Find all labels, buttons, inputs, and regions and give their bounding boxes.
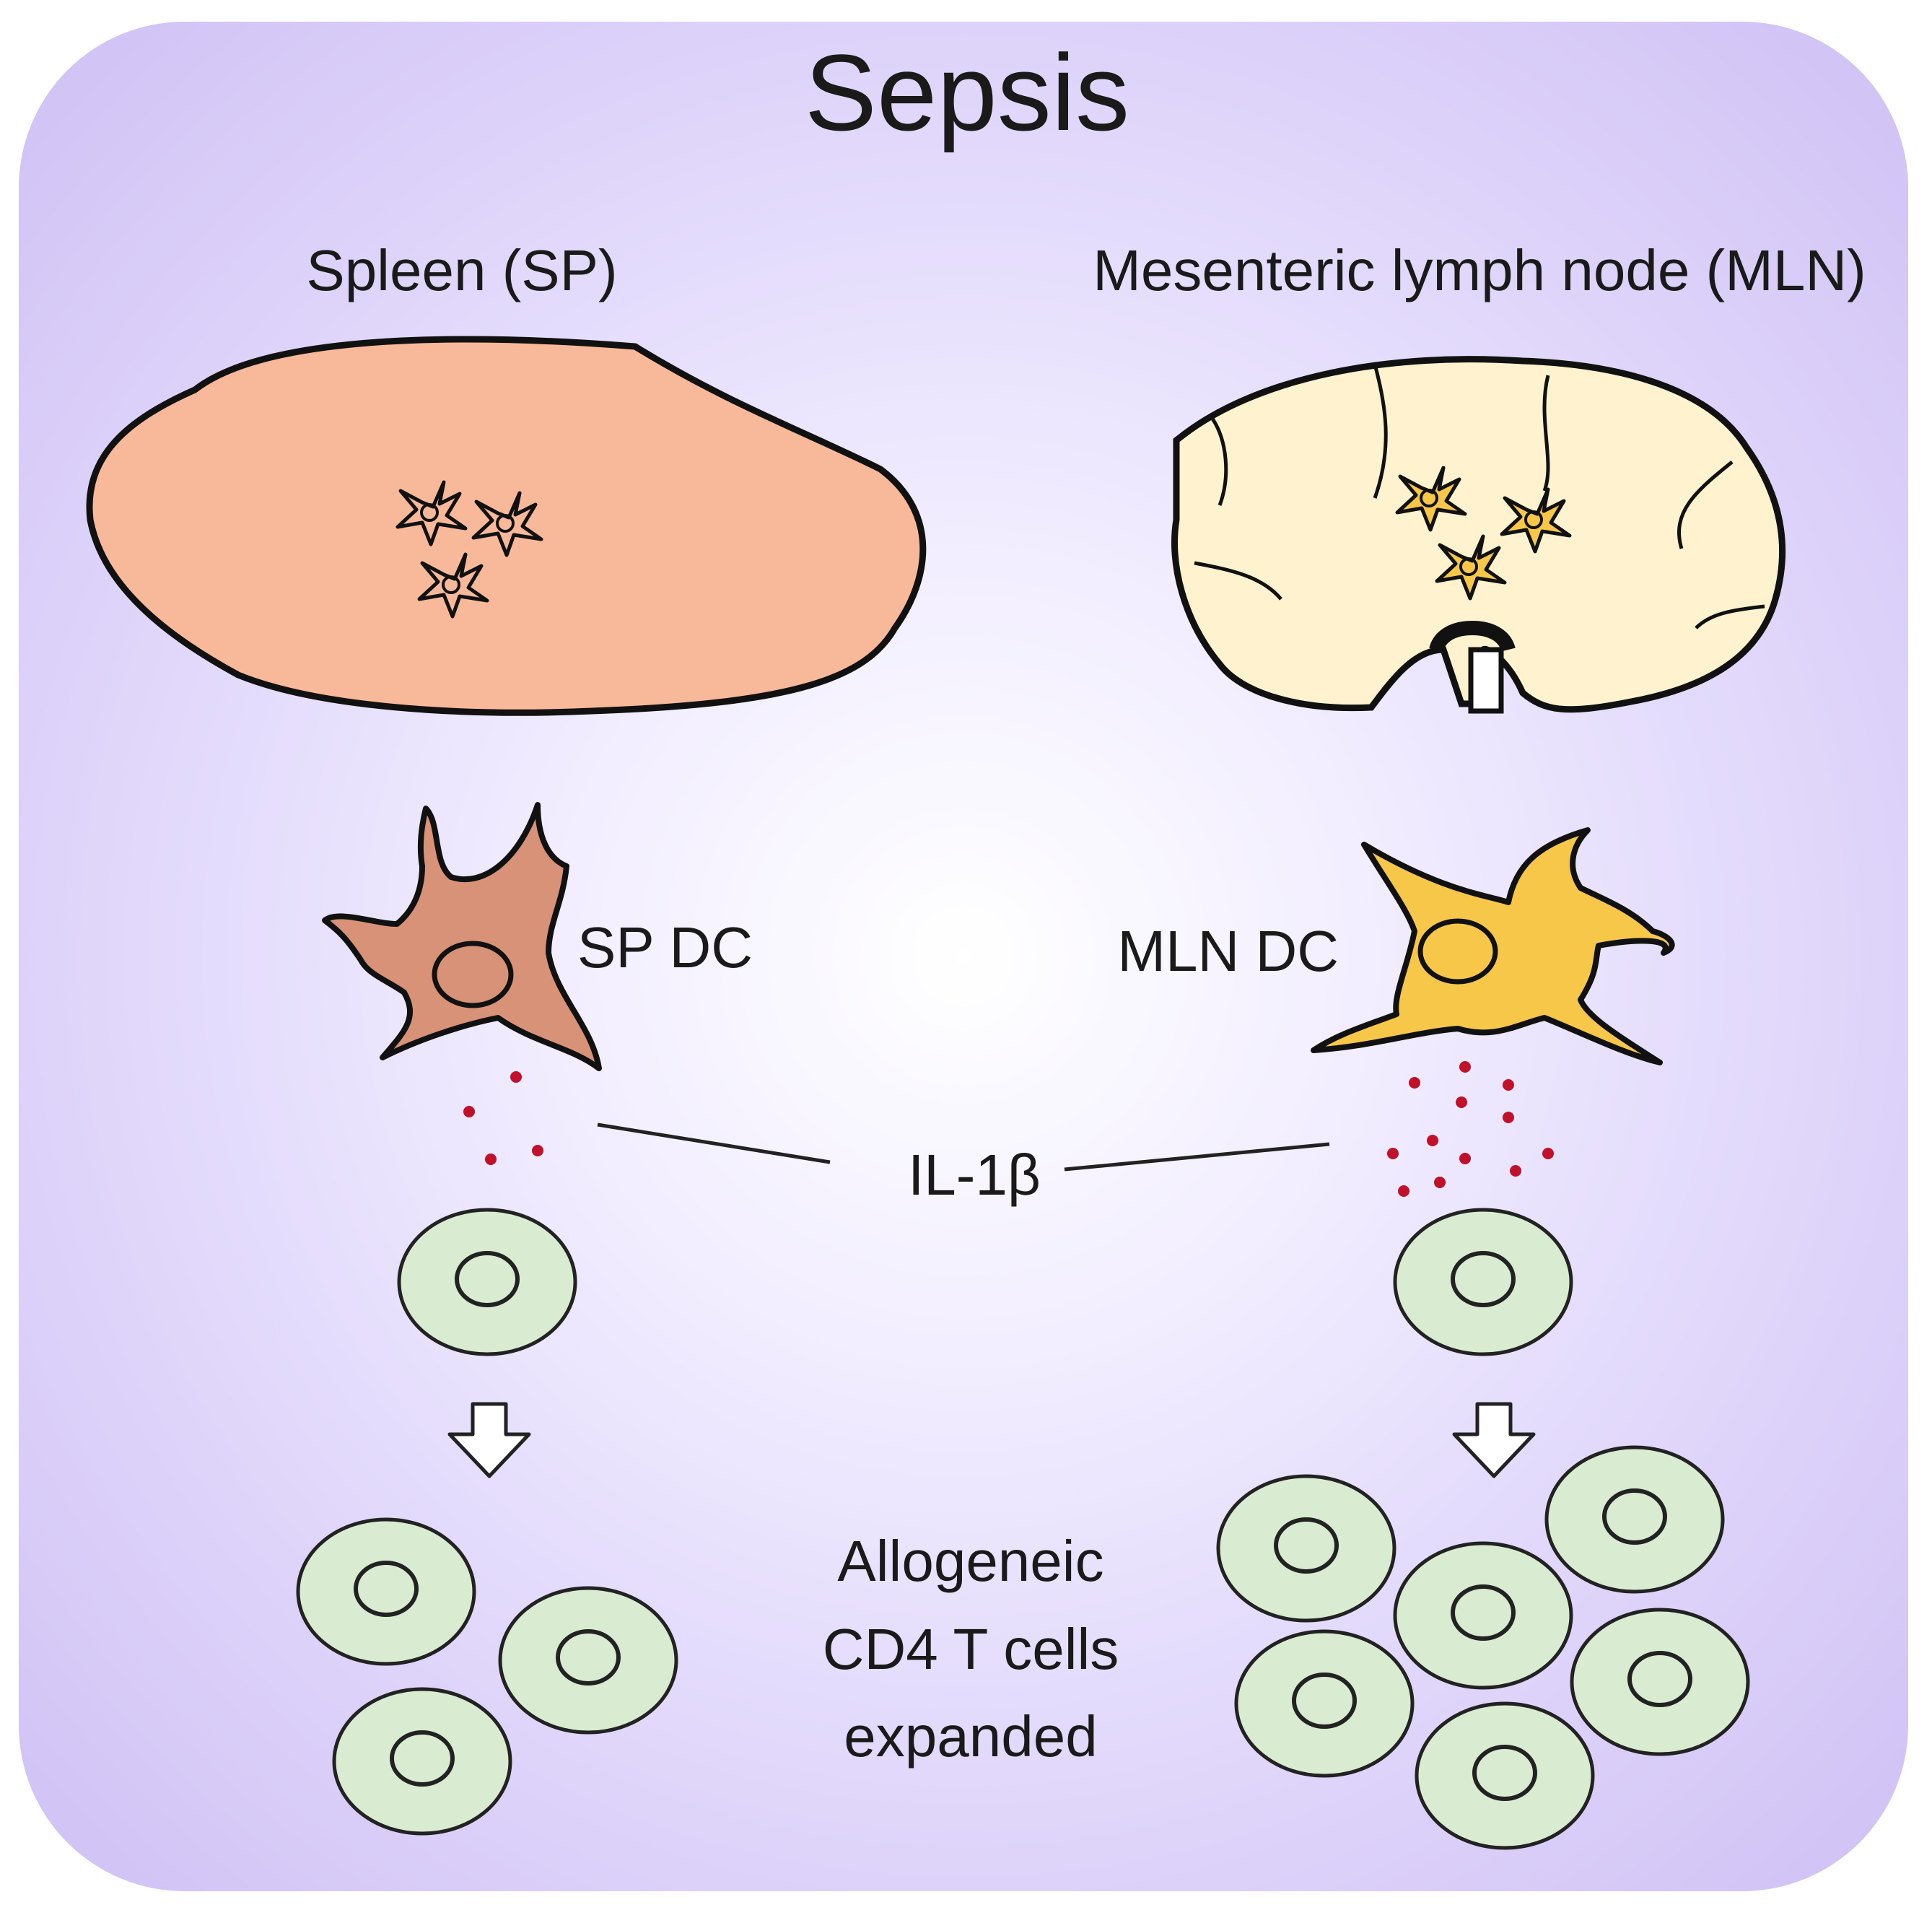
t-cell-icon: [1547, 1447, 1723, 1592]
mln-expanded-t-cells: [1218, 1447, 1748, 1848]
sp-dc-cell: [322, 802, 602, 1071]
mln-naive-t-cell-icon: [1395, 1210, 1571, 1354]
t-cell-icon: [1572, 1610, 1748, 1754]
t-cell-icon: [334, 1689, 510, 1833]
sp-down-arrow-icon: [450, 1404, 529, 1476]
t-cell-icon: [1395, 1543, 1571, 1688]
t-cell-icon: [1417, 1704, 1593, 1848]
sp-dc-label: SP DC: [577, 915, 753, 980]
diagram-title: Sepsis: [805, 32, 1129, 153]
t-cell-icon: [298, 1519, 474, 1664]
t-cell-icon: [1218, 1476, 1394, 1621]
il1b-label: IL-1β: [908, 1143, 1041, 1207]
il1b-pointer-right: [1064, 1142, 1330, 1172]
lymph-node-organ: [1171, 356, 1786, 714]
mln-cytokine-dots: [1387, 1061, 1554, 1197]
mln-dc-label: MLN DC: [1117, 919, 1339, 983]
sp-expanded-t-cells: [298, 1519, 676, 1833]
mln-down-arrow-icon: [1454, 1404, 1534, 1476]
spleen-label: Spleen (SP): [306, 238, 617, 302]
sp-cytokine-dots: [463, 1071, 543, 1165]
il1b-pointer-left: [597, 1122, 831, 1164]
mln-label: Mesenteric lymph node (MLN): [1093, 238, 1866, 302]
outcome-line-1: Allogeneic: [837, 1529, 1103, 1593]
t-cell-icon: [1236, 1631, 1412, 1776]
outcome-line-2: CD4 T cells: [823, 1617, 1119, 1681]
t-cell-icon: [500, 1588, 676, 1732]
mln-dc-cell: [1311, 827, 1675, 1065]
outcome-line-3: expanded: [844, 1704, 1097, 1769]
sp-naive-t-cell-icon: [399, 1210, 575, 1354]
